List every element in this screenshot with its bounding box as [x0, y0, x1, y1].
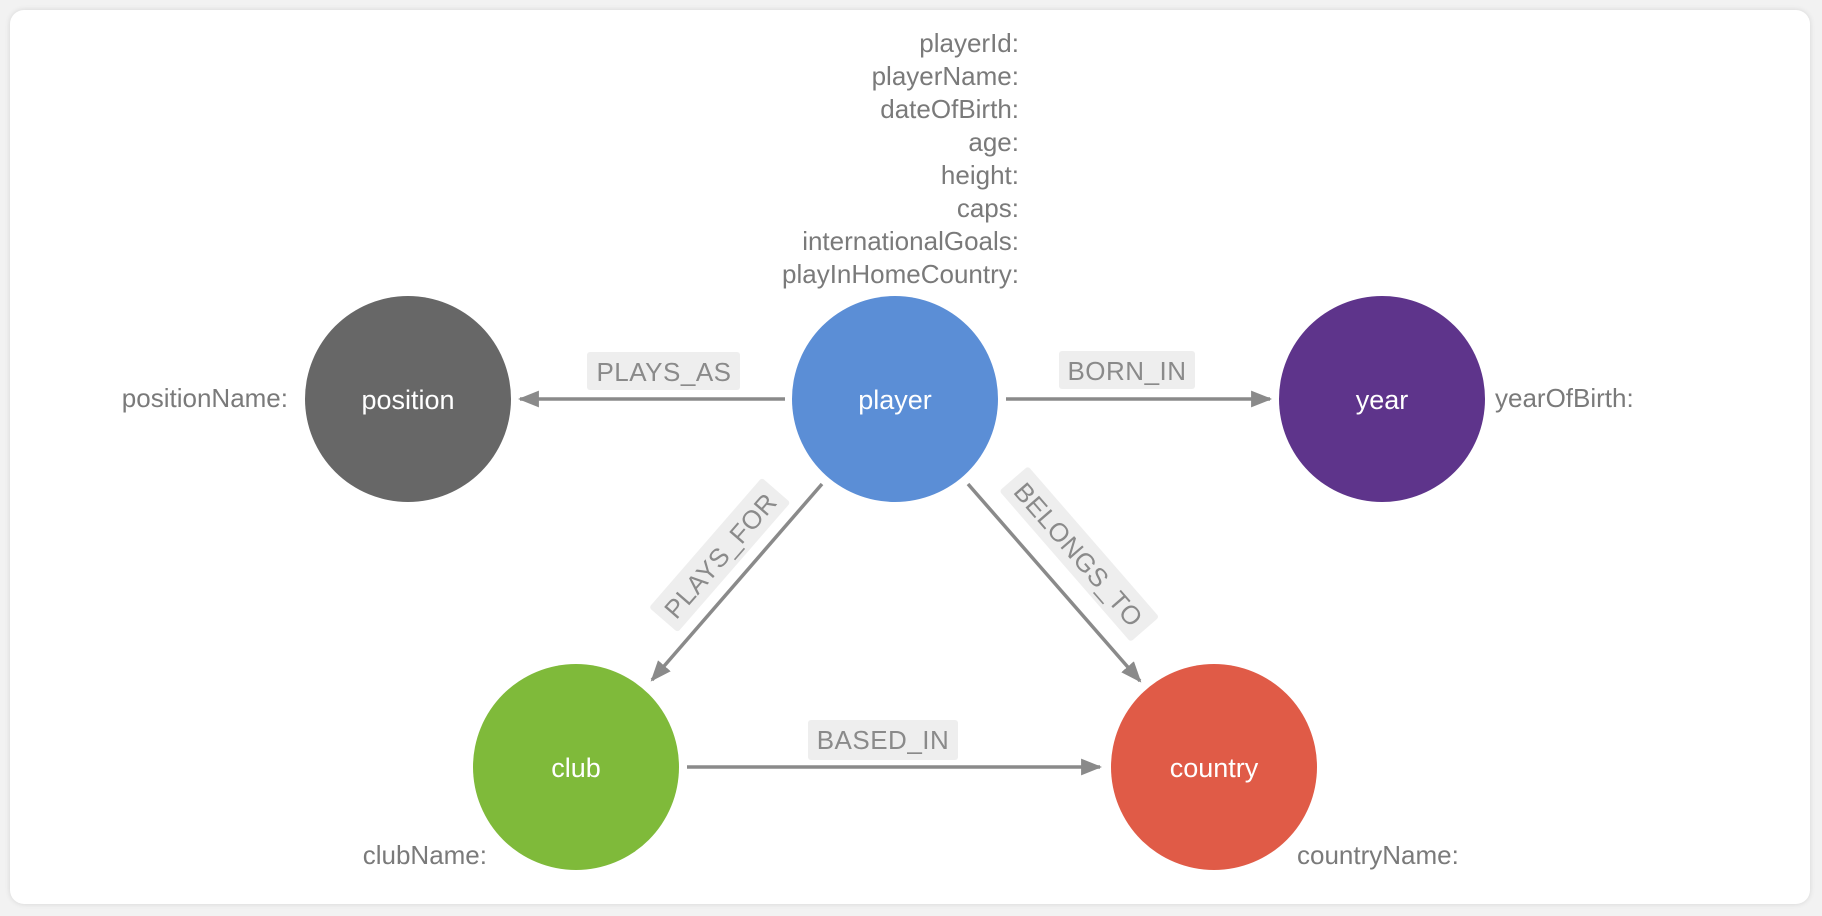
node-club-label: club	[551, 753, 601, 783]
node-player-label: player	[858, 385, 932, 415]
player-prop: internationalGoals:	[802, 226, 1019, 256]
player-prop: caps:	[957, 193, 1019, 223]
edge-plays-for[interactable]: PLAYS_FOR	[649, 478, 824, 682]
player-prop: age:	[968, 127, 1019, 157]
node-club[interactable]: club	[473, 664, 679, 870]
edge-belongs-to[interactable]: BELONGS_TO	[966, 466, 1159, 683]
edge-based-in[interactable]: BASED_IN	[687, 720, 1103, 776]
node-year-label: year	[1356, 385, 1409, 415]
node-player[interactable]: player	[792, 296, 998, 502]
edge-born-in[interactable]: BORN_IN	[1006, 351, 1273, 408]
player-prop: playerName:	[872, 61, 1019, 91]
node-player-circle	[792, 296, 998, 502]
player-prop: dateOfBirth:	[880, 94, 1019, 124]
edge-label-plays-for: PLAYS_FOR	[658, 487, 783, 624]
player-properties: playerId: playerName: dateOfBirth: age: …	[782, 28, 1019, 289]
player-prop: playInHomeCountry:	[782, 259, 1019, 289]
node-country[interactable]: country	[1111, 664, 1317, 870]
player-prop: height:	[941, 160, 1019, 190]
club-property: clubName:	[363, 840, 487, 870]
player-prop: playerId:	[919, 28, 1019, 58]
position-property: positionName:	[122, 383, 288, 413]
edge-label-plays-as: PLAYS_AS	[596, 357, 731, 387]
node-year[interactable]: year	[1279, 296, 1485, 502]
node-club-circle	[473, 664, 679, 870]
edge-label-born-in: BORN_IN	[1067, 356, 1186, 386]
edge-label-based-in: BASED_IN	[817, 725, 950, 755]
node-country-circle	[1111, 664, 1317, 870]
node-position[interactable]: position	[305, 296, 511, 502]
year-property: yearOfBirth:	[1495, 383, 1634, 413]
node-position-label: position	[361, 385, 454, 415]
country-property: countryName:	[1297, 840, 1459, 870]
node-country-label: country	[1170, 753, 1259, 783]
node-position-circle	[305, 296, 511, 502]
edge-plays-as[interactable]: PLAYS_AS	[517, 352, 785, 408]
node-year-circle	[1279, 296, 1485, 502]
